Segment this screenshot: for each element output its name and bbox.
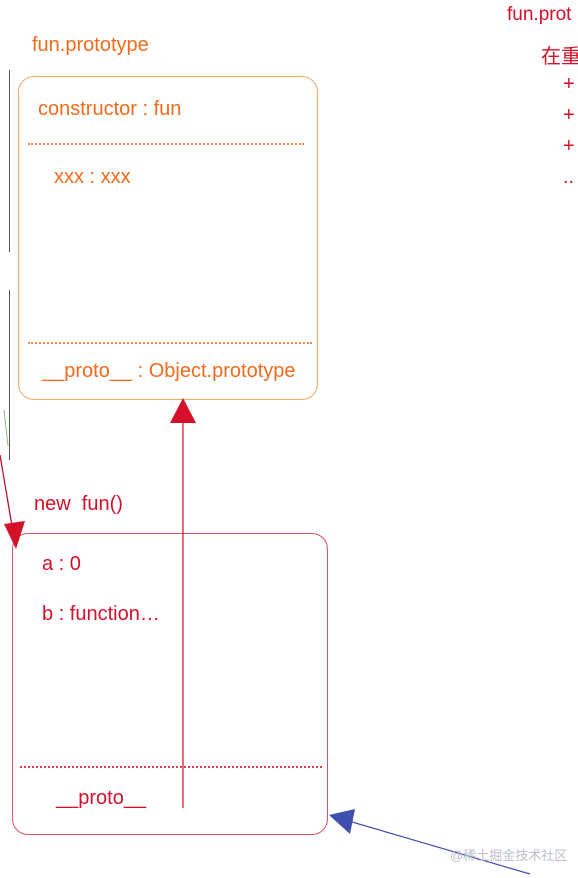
green-fragment-line xyxy=(3,409,9,447)
prototype-property-row: xxx : xxx xyxy=(54,166,131,188)
blue-arrow-head xyxy=(329,809,355,834)
side-note-title: fun.prot xyxy=(507,4,572,25)
instance-title: new fun() xyxy=(34,493,123,515)
left-fragment-line-top xyxy=(9,70,10,252)
side-note-subtitle: 在重 xyxy=(541,46,578,68)
side-note-line-3: + xyxy=(563,135,575,157)
instance-object-box xyxy=(12,533,328,835)
instance-prop-b: b : function… xyxy=(42,603,160,625)
prototype-divider-bottom xyxy=(28,342,312,344)
prototype-title: fun.prototype xyxy=(32,34,149,56)
prototype-object-box xyxy=(18,76,318,400)
blue-arrow-line xyxy=(351,821,531,875)
prototype-divider-top xyxy=(28,143,304,145)
side-note-line-2: + xyxy=(563,104,575,126)
side-note-line-4: .. xyxy=(563,166,575,188)
instance-proto-row: __proto__ xyxy=(56,787,147,809)
constructor-arrow-head xyxy=(4,521,25,549)
constructor-arrow-line xyxy=(0,454,13,527)
prototype-proto-row: __proto__ : Object.prototype xyxy=(42,360,296,382)
instance-prop-a: a : 0 xyxy=(42,553,81,575)
side-note-line-1: + xyxy=(563,73,575,95)
left-fragment-line-bottom xyxy=(9,290,10,460)
prototype-constructor-row: constructor : fun xyxy=(38,98,182,120)
watermark: @稀土掘金技术社区 xyxy=(450,848,568,863)
instance-divider xyxy=(20,766,322,768)
proto-link-arrow-head xyxy=(170,398,196,423)
